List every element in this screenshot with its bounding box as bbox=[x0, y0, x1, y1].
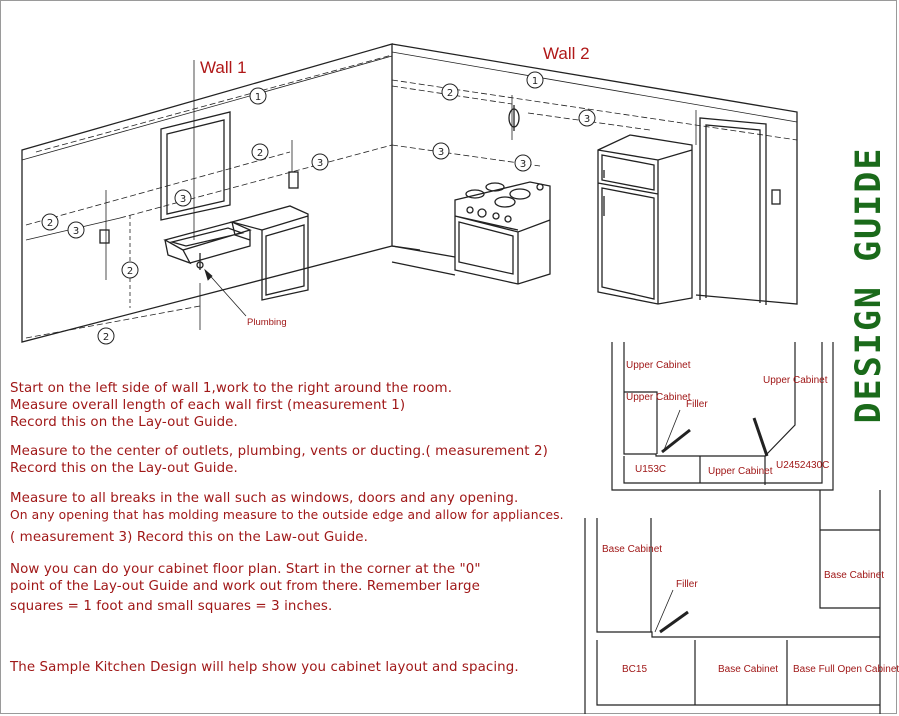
switch-wall1 bbox=[288, 171, 299, 189]
instruction-line: Record this on the Lay-out Guide. bbox=[10, 461, 238, 476]
upper-filler-label: Filler bbox=[686, 399, 708, 410]
instruction-line: ( measurement 3) Record this on the Law-… bbox=[10, 530, 369, 545]
instruction-paragraph-2: Measure to the center of outlets, plumbi… bbox=[10, 443, 548, 477]
callout-circle-3a bbox=[311, 153, 329, 171]
callout-circle-2d bbox=[121, 261, 139, 279]
callout-circle-2c bbox=[41, 213, 59, 231]
callout-circle-2e bbox=[97, 327, 115, 345]
instruction-line: On any opening that has molding measure … bbox=[10, 508, 564, 522]
callout-circle-1b bbox=[526, 71, 544, 89]
base-cabinet-bottom: Base Cabinet bbox=[718, 664, 778, 675]
u2452430c-label: U2452430C bbox=[776, 460, 829, 471]
upper-cabinet-left-top: Upper Cabinet bbox=[626, 360, 691, 371]
instruction-line: Measure to the center of outlets, plumbi… bbox=[10, 444, 548, 459]
callout-circle-3e bbox=[514, 154, 532, 172]
instruction-paragraph-5: The Sample Kitchen Design will help show… bbox=[10, 659, 519, 676]
dimension-lines bbox=[25, 54, 798, 339]
wall-1-label: Wall 1 bbox=[200, 58, 247, 77]
u153c-label: U153C bbox=[635, 464, 666, 475]
base-cabinet-left: Base Cabinet bbox=[602, 544, 662, 555]
instruction-line: Now you can do your cabinet floor plan. … bbox=[10, 562, 481, 577]
callout-circle-3c bbox=[67, 221, 85, 239]
stove bbox=[454, 181, 551, 285]
instruction-line: squares = 1 foot and small squares = 3 i… bbox=[10, 599, 333, 614]
instruction-paragraph-1: Start on the left side of wall 1,work to… bbox=[10, 380, 452, 431]
design-guide-title: DESIGN GUIDE bbox=[849, 100, 889, 470]
instruction-line: The Sample Kitchen Design will help show… bbox=[10, 660, 519, 675]
callout-circle-2a bbox=[441, 83, 459, 101]
instruction-line: point of the Lay-out Guide and work out … bbox=[10, 579, 480, 594]
callout-circle-3d bbox=[432, 142, 450, 160]
callout-3a: 3 bbox=[317, 158, 323, 169]
callout-3f: 3 bbox=[584, 114, 590, 125]
upper-cabinet-right: Upper Cabinet bbox=[763, 375, 828, 386]
callout-3d: 3 bbox=[438, 147, 444, 158]
base-cabinet-right: Base Cabinet bbox=[824, 570, 884, 581]
bc15-label: BC15 bbox=[622, 664, 647, 675]
window bbox=[160, 111, 231, 221]
callout-circle-1a bbox=[249, 87, 267, 105]
base-filler-label: Filler bbox=[676, 579, 698, 590]
wall-2-label: Wall 2 bbox=[543, 44, 590, 63]
callout-1b: 1 bbox=[532, 76, 538, 87]
instruction-line: Measure to all breaks in the wall such a… bbox=[10, 491, 519, 506]
base-full-open-cabinet: Base Full Open Cabinet bbox=[793, 664, 899, 675]
callout-2c: 2 bbox=[47, 218, 53, 229]
callout-2a: 2 bbox=[447, 88, 453, 99]
callout-2e: 2 bbox=[103, 332, 109, 343]
outlet-left bbox=[99, 229, 110, 244]
wall-1-outline bbox=[21, 43, 393, 343]
callout-3e: 3 bbox=[520, 159, 526, 170]
callout-3c: 3 bbox=[73, 226, 79, 237]
callout-1a: 1 bbox=[255, 92, 261, 103]
switch-wall2 bbox=[771, 189, 781, 205]
upper-cabinet-bottom: Upper Cabinet bbox=[708, 466, 773, 477]
measurement-callouts: 1 1 2 2 2 2 2 3 3 3 3 3 3 bbox=[41, 71, 596, 345]
callout-3b: 3 bbox=[180, 194, 186, 205]
instruction-paragraph-3: Measure to all breaks in the wall such a… bbox=[10, 490, 564, 546]
callout-circle-3f bbox=[578, 109, 596, 127]
plumbing-label: Plumbing bbox=[247, 317, 287, 328]
instruction-paragraph-4: Now you can do your cabinet floor plan. … bbox=[10, 561, 481, 615]
refrigerator bbox=[597, 134, 693, 305]
doorway bbox=[699, 117, 767, 305]
instruction-line: Measure overall length of each wall firs… bbox=[10, 398, 406, 413]
callout-circle-3b bbox=[174, 189, 192, 207]
upper-cabinet-plan: Upper Cabinet Upper Cabinet Filler Upper… bbox=[611, 342, 834, 491]
wall-2-outline bbox=[391, 43, 798, 305]
base-cabinet-plan: Base Cabinet Filler Base Cabinet BC15 Ba… bbox=[584, 490, 899, 714]
callout-2b: 2 bbox=[257, 148, 263, 159]
sink bbox=[163, 221, 252, 265]
callout-circle-2b bbox=[251, 143, 269, 161]
instruction-line: Start on the left side of wall 1,work to… bbox=[10, 381, 453, 396]
dishwasher bbox=[229, 205, 309, 301]
design-guide-text: DESIGN GUIDE bbox=[849, 146, 889, 424]
instruction-line: Record this on the Lay-out Guide. bbox=[10, 415, 238, 430]
callout-2d: 2 bbox=[127, 266, 133, 277]
upper-cabinet-left-mid: Upper Cabinet bbox=[626, 392, 691, 403]
